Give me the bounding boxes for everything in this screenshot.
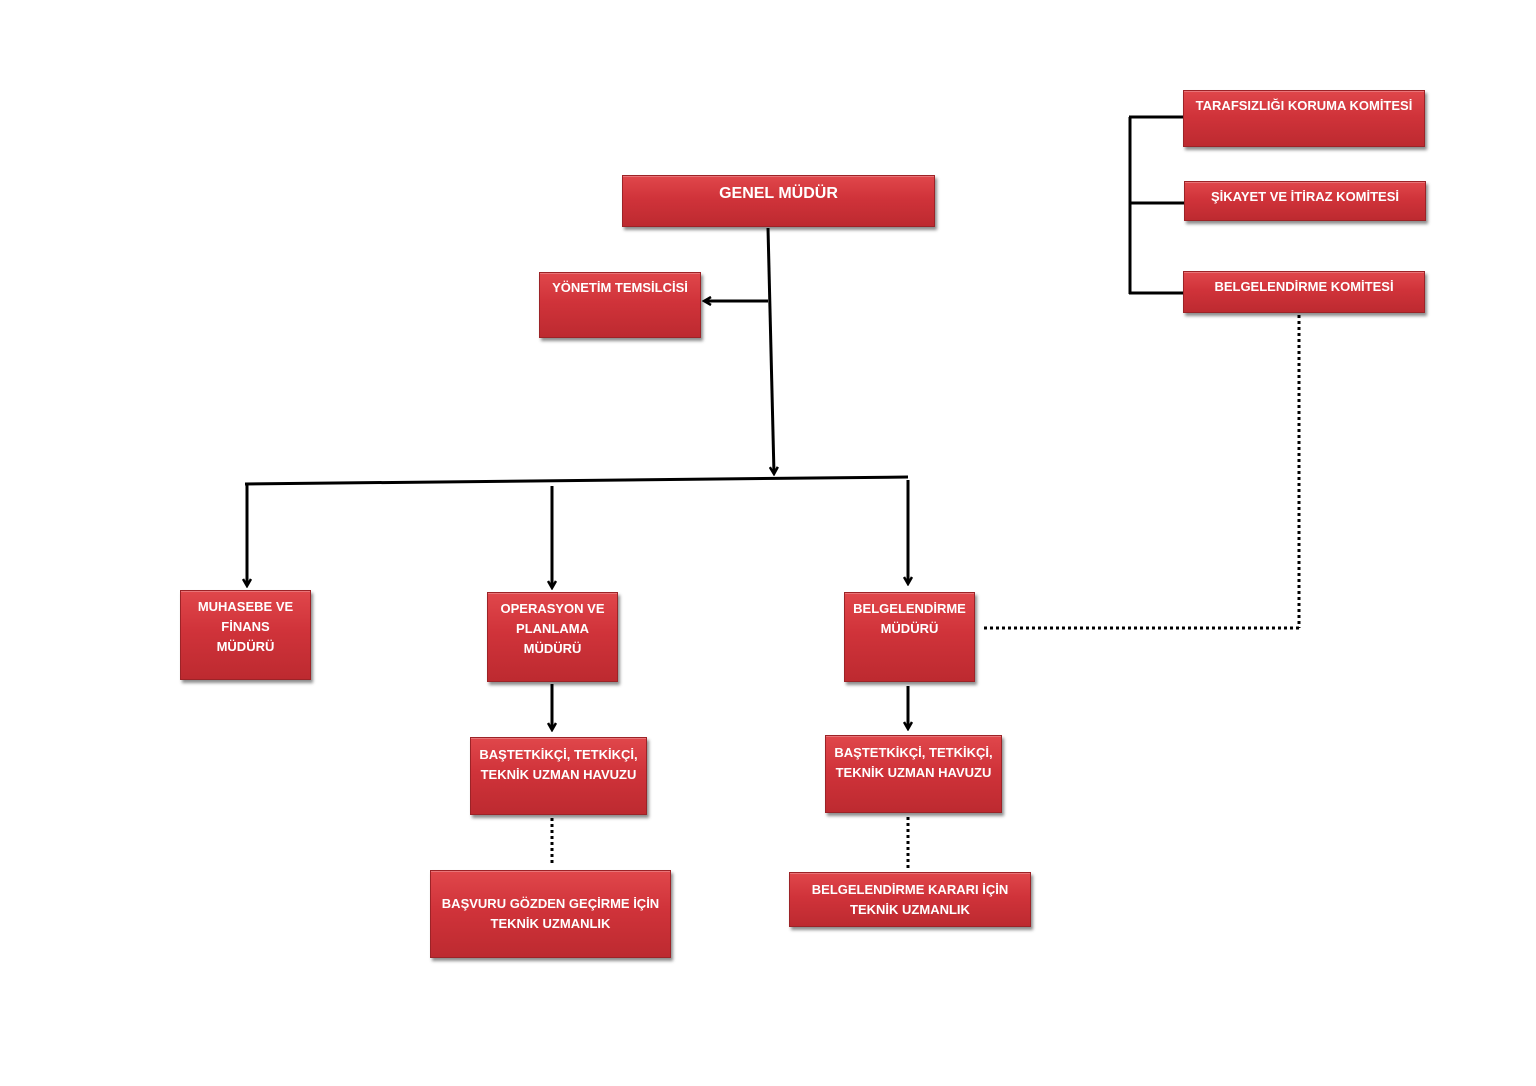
operasyon-planlama-muduru-box: OPERASYON VE PLANLAMA MÜDÜRÜ (487, 592, 618, 682)
belgelendirme-komitesi-box: BELGELENDİRME KOMİTESİ (1183, 271, 1425, 313)
yonetim-temsilcisi-box: YÖNETİM TEMSİLCİSİ (539, 272, 701, 338)
connector-horizontal-bar (244, 475, 909, 486)
tarafsizlik-komitesi-box: TARAFSIZLIĞI KORUMA KOMİTESİ (1183, 90, 1425, 147)
connector-genel-to-bar (766, 227, 774, 474)
havuz-belgelendirme-box: BAŞTETKİKÇİ, TETKİKÇİ, TEKNİK UZMAN HAVU… (825, 735, 1002, 813)
muhasebe-finans-muduru-box: MUHASEBE VE FİNANS MÜDÜRÜ (180, 590, 311, 680)
genel-mudur-box: GENEL MÜDÜR (622, 175, 935, 227)
havuz-operasyon-box: BAŞTETKİKÇİ, TETKİKÇİ, TEKNİK UZMAN HAVU… (470, 737, 647, 815)
sikayet-itiraz-komitesi-box: ŞİKAYET VE İTİRAZ KOMİTESİ (1184, 181, 1426, 221)
belgelendirme-karari-box: BELGELENDİRME KARARI İÇİN TEKNİK UZMANLI… (789, 872, 1031, 927)
basvuru-gozden-gecirme-box: BAŞVURU GÖZDEN GEÇİRME İÇİN TEKNİK UZMAN… (430, 870, 671, 958)
belgelendirme-muduru-box: BELGELENDİRME MÜDÜRÜ (844, 592, 975, 682)
